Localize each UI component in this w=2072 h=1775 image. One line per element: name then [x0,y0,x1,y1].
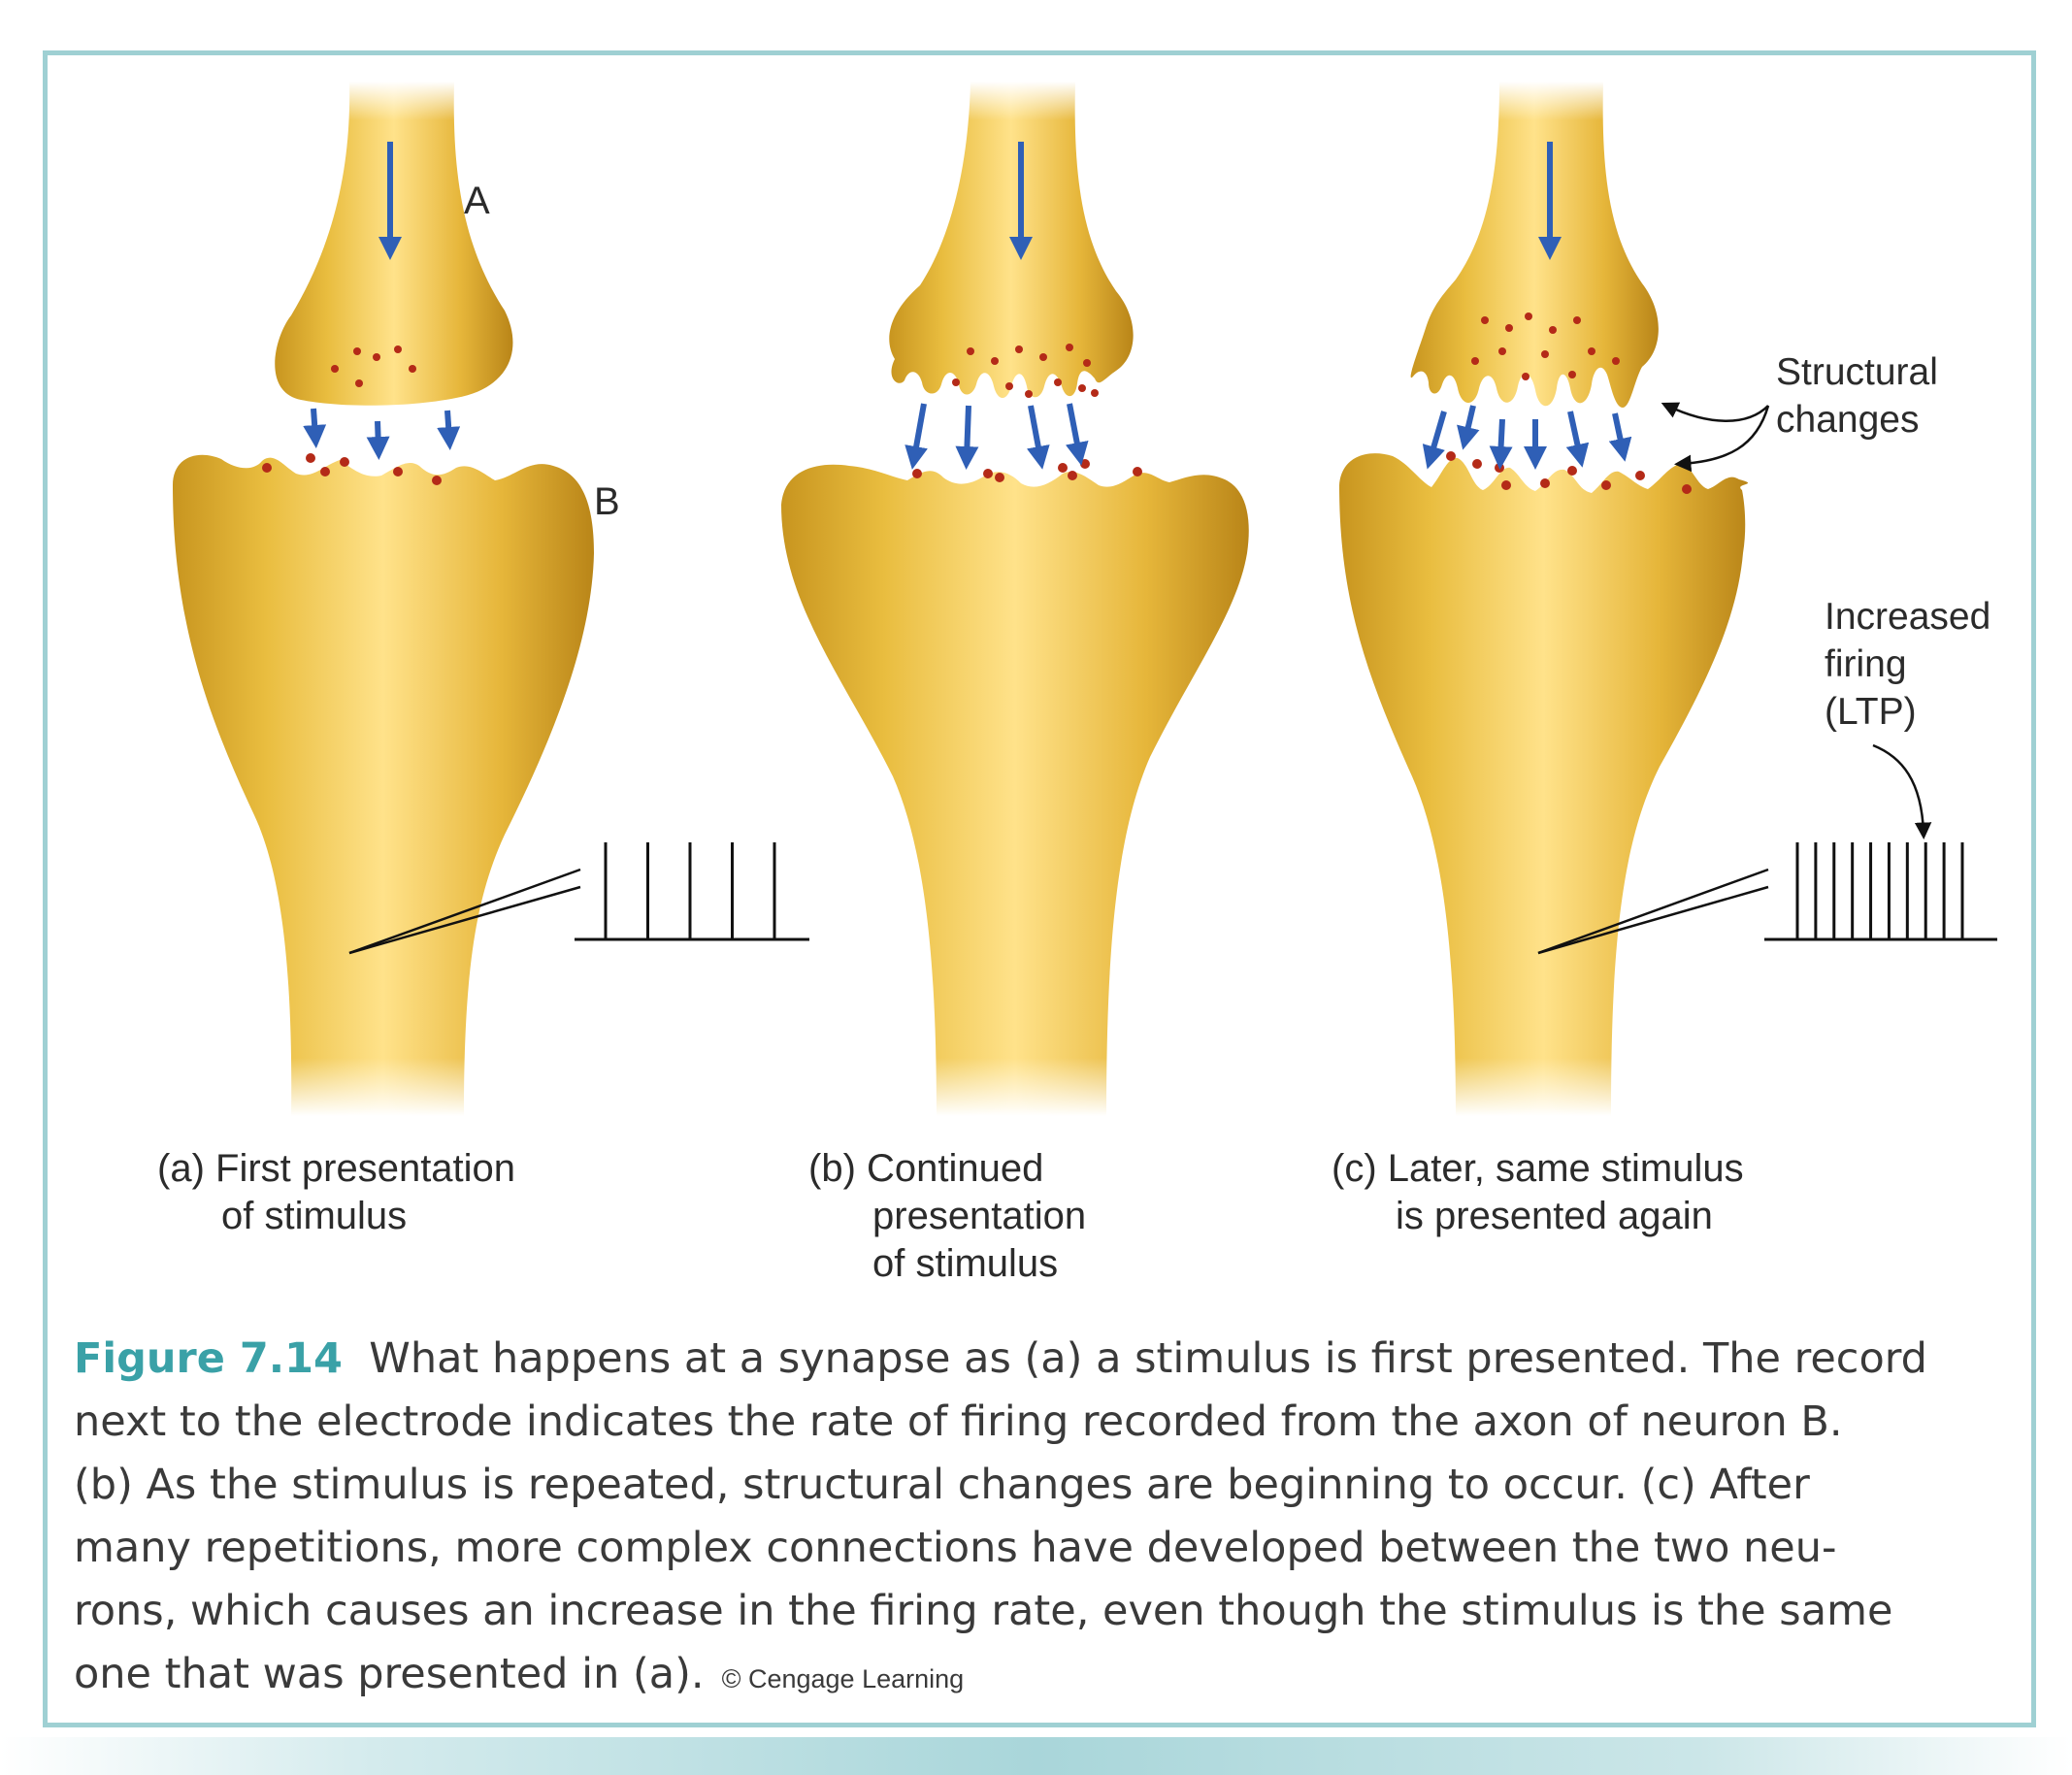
panel-a-text-2: of stimulus [221,1195,408,1237]
structural-changes-line1: Structural [1776,351,1938,393]
electrode-c [1537,868,1769,955]
release-arrow-a3 [437,410,461,450]
structural-changes-line2: changes [1776,399,1919,441]
release-arrow-b2 [955,405,979,470]
panel-a-letter: (a) [157,1147,205,1190]
panel-b-vesicles [912,344,1142,482]
release-arrow-b1 [904,403,928,470]
panel-caption-c-line1: (c) Later, same stimulus [1332,1145,1744,1193]
neuron-a-label: A [464,180,490,222]
neuron-b-label: B [594,480,620,523]
neuron-b-body-c [1339,453,1749,1116]
panel-c-arrows [1422,142,1632,470]
copyright-credit: © Cengage Learning [721,1664,965,1693]
increased-firing-line1: Increased [1825,596,1990,638]
figure-caption: Figure 7.14 What happens at a synapse as… [74,1328,1995,1711]
panel-a-text-1: First presentation [215,1147,516,1190]
panel-b-neurons [781,82,1249,1116]
neuron-a-terminal-b [889,82,1134,398]
release-arrow-c6 [1608,412,1632,462]
firing-record-c [1764,842,1997,941]
neuron-b-body-b [781,464,1249,1116]
neuron-a-terminal-a [275,82,513,406]
panel-c-vesicles [1446,312,1692,494]
increased-firing-line2: firing [1825,643,1907,685]
caption-line-6: one that was presented in (a). © Cengage … [74,1643,1995,1711]
svg-text:Increased firing (: Increased firing (LTP) [1825,596,2001,733]
panel-caption-b: (b) Continued presentation of stimulus [808,1145,1086,1288]
structural-changes-pointers [1661,402,1770,473]
release-arrow-c2 [1457,405,1480,450]
panel-c-letter: (c) [1332,1147,1377,1190]
neuron-b-body-a [173,454,594,1116]
caption-text-6: one that was presented in (a). [74,1650,705,1698]
caption-line-1: Figure 7.14 What happens at a synapse as… [74,1328,1995,1391]
release-arrow-c5 [1565,411,1590,468]
panel-caption-a: (a) First presentation of stimulus [157,1145,515,1240]
electrode-a [348,868,581,955]
figure-number: Figure 7.14 [74,1334,343,1383]
neuron-a-terminal-c [1410,82,1659,408]
panel-a-vesicles [262,345,442,485]
bottom-gradient-band [0,1737,2072,1775]
svg-text:Structural changes: Structural changes [1776,351,1949,441]
panel-c-text-1: Later, same stimulus [1387,1147,1744,1190]
panel-c-text-2: is presented again [1396,1195,1713,1237]
panel-caption-a-line1: (a) First presentation [157,1145,515,1193]
release-arrow-b4 [1065,403,1089,466]
increased-firing-pointer [1872,743,1932,839]
firing-record-a [575,842,809,941]
release-arrow-a1 [303,408,327,448]
panel-a-neurons [173,82,594,1116]
increased-firing-line3: (LTP) [1825,691,1917,733]
panel-a-arrows [303,142,461,460]
release-arrow-c1 [1422,411,1447,470]
caption-line-3: (b) As the stimulus is repeated, structu… [74,1461,1810,1509]
panel-caption-c: (c) Later, same stimulus is presented ag… [1332,1145,1744,1240]
caption-line-5: rons, which causes an increase in the fi… [74,1587,1893,1635]
panel-b-text-2: presentation [872,1195,1087,1237]
panel-b-arrows [904,142,1089,470]
panel-b-text-3: of stimulus [872,1242,1059,1285]
structural-changes-label: Structural changes [1776,351,1949,441]
caption-line-2: next to the electrode indicates the rate… [74,1397,1843,1446]
increased-firing-label: Increased firing (LTP) [1825,596,2001,733]
release-arrow-c3 [1489,418,1513,470]
panel-b-text-1: Continued [867,1147,1044,1190]
caption-line-4: many repetitions, more complex connectio… [74,1524,1837,1572]
panel-b-letter: (b) [808,1147,856,1190]
caption-text-1: What happens at a synapse as (a) a stimu… [369,1334,1927,1383]
release-arrow-b3 [1027,405,1050,470]
panel-c-neurons [1339,82,1749,1116]
panel-caption-b-line1: (b) Continued [808,1145,1086,1193]
